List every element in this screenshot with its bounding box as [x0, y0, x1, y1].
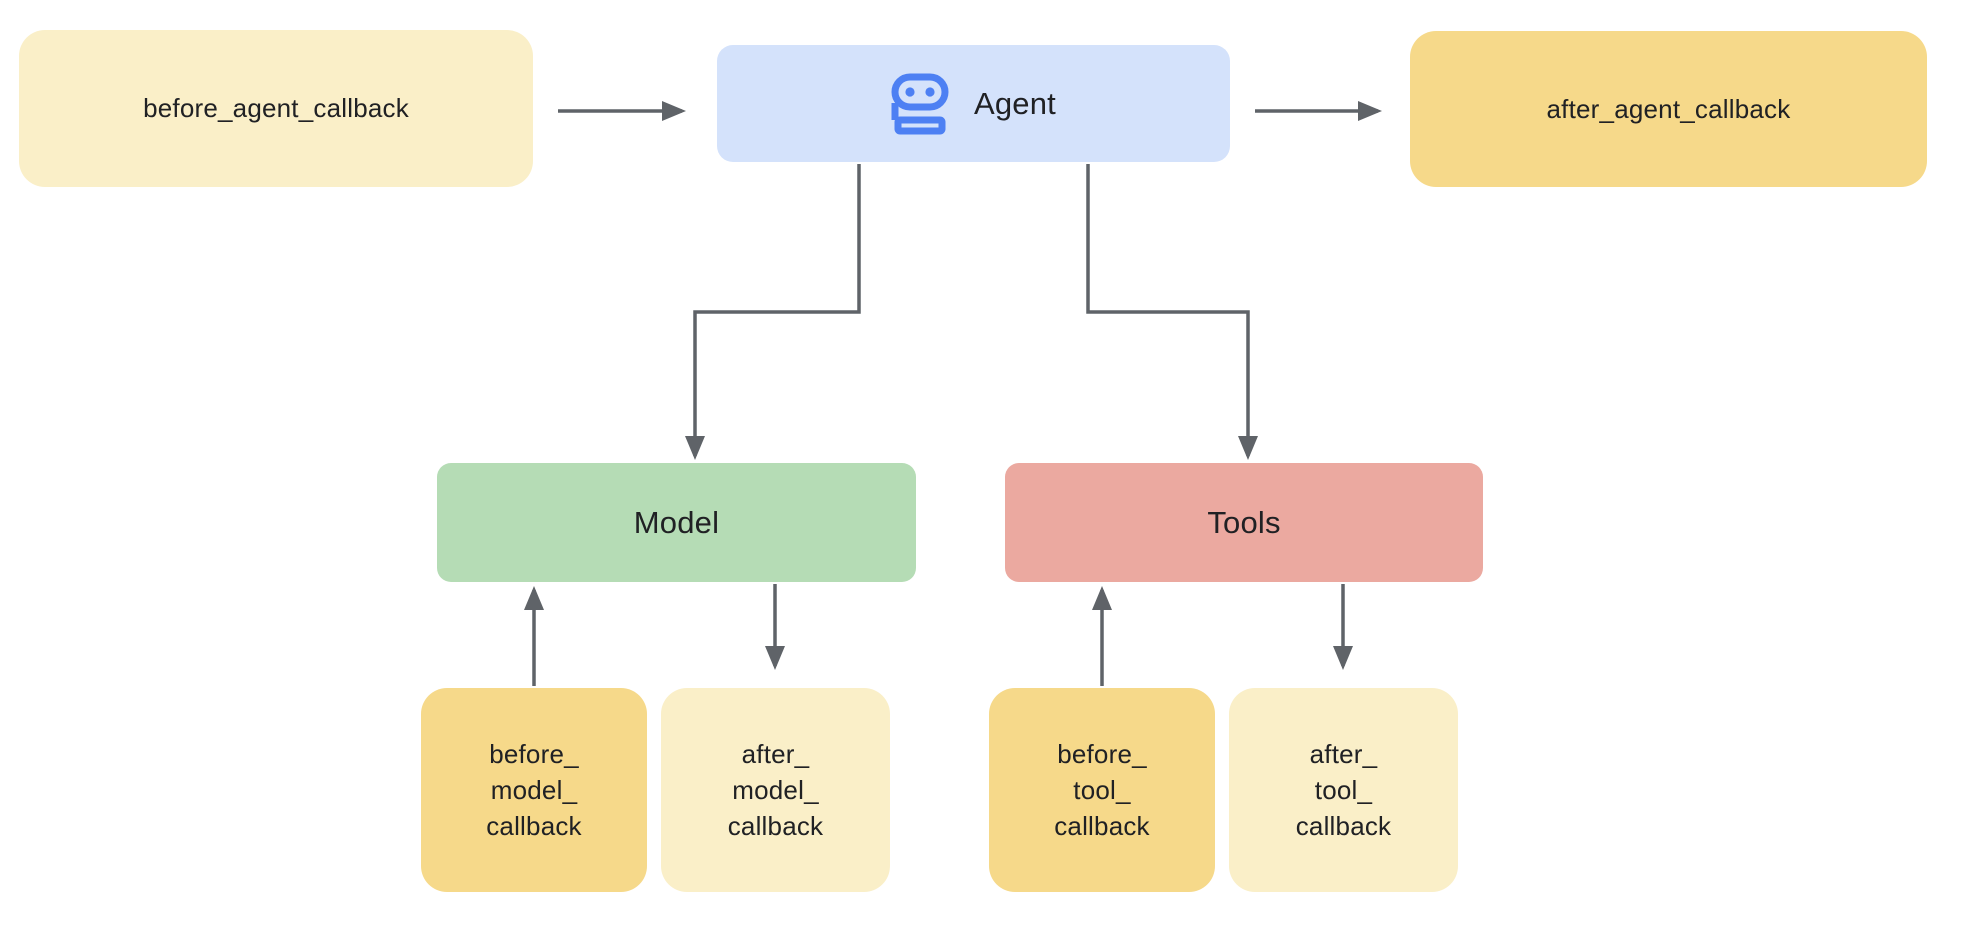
node-tools: Tools — [1005, 463, 1483, 582]
arrow-agent-to-model — [685, 164, 861, 460]
node-label: before_agent_callback — [143, 93, 409, 123]
node-label: after_agent_callback — [1546, 93, 1791, 124]
node-after-model-callback: after_ model_ callback — [661, 688, 890, 892]
node-label: Model — [633, 504, 720, 540]
node-label: after_ tool_ callback — [1295, 739, 1392, 841]
node-before-model-callback: before_ model_ callback — [421, 688, 647, 892]
node-model: Model — [437, 463, 916, 582]
node-label: Agent — [973, 85, 1056, 121]
node-before-agent-callback: before_agent_callback — [19, 30, 533, 187]
node-before-tool-callback: before_ tool_ callback — [989, 688, 1215, 892]
node-label: before_ tool_ callback — [1054, 739, 1150, 841]
node-after-agent-callback: after_agent_callback — [1410, 31, 1927, 187]
node-label: Tools — [1207, 504, 1281, 540]
node-agent: Agent — [717, 45, 1230, 162]
node-label: before_ model_ callback — [486, 739, 582, 841]
node-after-tool-callback: after_ tool_ callback — [1229, 688, 1458, 892]
robot-icon — [891, 73, 949, 134]
node-label: after_ model_ callback — [727, 739, 824, 841]
arrow-agent-to-tools — [1086, 164, 1258, 460]
